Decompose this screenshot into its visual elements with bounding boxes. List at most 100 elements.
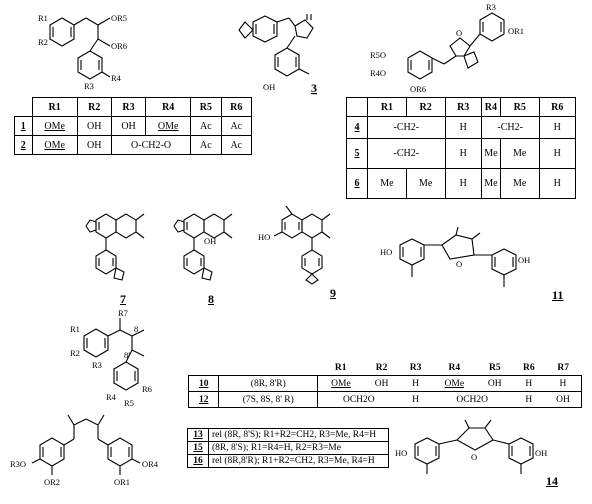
t2-id: 6 [345, 168, 369, 199]
label-or6: OR6 [111, 41, 127, 51]
t2-id: 4 [345, 116, 369, 139]
structure-14: HO OH O [395, 419, 547, 474]
t3-id: 10 [187, 375, 220, 392]
t3-h5: R5 [488, 362, 501, 373]
label-r1: R1 [38, 13, 48, 23]
t3-h1: R1 [334, 362, 347, 373]
t3-cell: H [399, 391, 432, 408]
t3-cell: OH [363, 375, 400, 392]
t2-cell: -CH2- [367, 138, 446, 169]
label-oh: OH [535, 448, 547, 458]
t2-cell: Me [405, 168, 446, 199]
t4-id: 16 [187, 454, 209, 468]
table-2: R1 R2 R3 R4 R5 R6 4 -CH2- H -CH2- H 5 -C… [345, 97, 577, 199]
t2-cell: Me [480, 168, 501, 199]
t4-text: (8R, 8'S); R1=R4=H, R2=R3=Me [208, 441, 389, 455]
t3-config: (8R, 8'R) [218, 375, 319, 392]
t1-cell: OMe [31, 116, 78, 136]
t1-cell: Ac [190, 116, 222, 136]
label-r3: R3 [84, 81, 94, 91]
t2-cell: Me [480, 138, 501, 169]
compound-number-14: 14 [546, 474, 558, 488]
t3-config: (7S, 8S, 8' R) [218, 391, 319, 408]
t3-cell: OMe [431, 375, 477, 392]
label-r2: R2 [38, 37, 48, 47]
label-oh: OH [263, 82, 275, 92]
label-or5: OR5 [111, 13, 127, 23]
t3-cell: OCH2O [431, 391, 513, 408]
label-ho: HO [380, 247, 392, 257]
t2-h4: R4 [480, 97, 501, 117]
table-row: 16 rel (8R,8'R); R1+R2=CH2, R3=Me, R4=H [187, 454, 389, 468]
t4-text: rel (8R, 8'S); R1+R2=CH2, R3=Me, R4=H [208, 428, 389, 442]
table-row: 1 OMe OH OH OMe Ac Ac [14, 116, 253, 136]
label-or4: OR4 [142, 459, 159, 469]
t4-text: rel (8R,8'R); R1+R2=CH2, R3=Me, R4=H [208, 454, 389, 468]
label-o: O [471, 452, 477, 462]
t3-h7: R7 [557, 362, 570, 373]
t3-cell: H [544, 375, 582, 392]
label-c8: 8 [134, 324, 138, 334]
label-or6: OR6 [410, 84, 426, 94]
t1-cell: Ac [220, 135, 253, 155]
t1-cell: OMe [145, 116, 192, 136]
t4-id: 15 [187, 441, 209, 455]
t1-cell: OH [76, 135, 112, 155]
t1-cell: Ac [220, 116, 253, 136]
t2-cell: H [444, 138, 482, 169]
label-oh: OH [518, 255, 530, 265]
label-or1: OR1 [114, 477, 130, 487]
t1-h1: R1 [31, 97, 78, 117]
t2-cell: -CH2- [367, 116, 446, 139]
t1-h5: R5 [190, 97, 222, 117]
table-row: 5 -CH2- H Me Me H [345, 138, 577, 169]
label-oh: OH [204, 236, 216, 246]
table-4: 13 rel (8R, 8'S); R1+R2=CH2, R3=Me, R4=H… [187, 428, 389, 468]
t2-cell: Me [499, 138, 540, 169]
t1-cell: OMe [31, 135, 78, 155]
label-c8p: 8' [124, 350, 130, 360]
compound-number-3: 3 [311, 81, 317, 95]
table-row: 4 -CH2- H -CH2- H [345, 116, 577, 139]
t3-h3: R3 [409, 362, 422, 373]
t3-cell: OH [476, 375, 513, 392]
label-r6: R6 [142, 384, 152, 394]
structure-13-15-16: R3O OR2 OR4 OR1 [10, 414, 159, 487]
t2-h6: R6 [538, 97, 577, 117]
t1-h6: R6 [220, 97, 253, 117]
t2-h5: R5 [499, 97, 540, 117]
t2-cell: Me [499, 168, 540, 199]
table-row: 2 OMe OH O-CH2-O Ac Ac [14, 135, 253, 155]
t1-cell: OH [110, 116, 147, 136]
label-r3: R3 [486, 2, 496, 12]
t2-cell: H [538, 138, 577, 169]
t3-cell: H [512, 391, 545, 408]
t1-cell: O-CH2-O [110, 135, 192, 155]
t3-h-empty [189, 360, 219, 376]
t1-id: 1 [14, 116, 33, 136]
t2-cell: H [538, 168, 577, 199]
t3-h6: R6 [522, 362, 535, 373]
t2-h0 [345, 97, 369, 117]
table-row: 13 rel (8R, 8'S); R1+R2=CH2, R3=Me, R4=H [187, 428, 389, 442]
structure-10-12: R1 R2 R3 R7 8 8' R4 R5 R6 [70, 308, 152, 408]
t3-h2: R2 [375, 362, 388, 373]
label-r4: R4 [111, 73, 122, 83]
t2-cell: Me [367, 168, 407, 199]
t2-id: 5 [345, 138, 369, 169]
t3-cell: OMe [317, 375, 364, 392]
t3-cell: OH [544, 391, 582, 408]
table-3: R1 R2 R3 R4 R5 R6 R7 10 (8R, 8'R) OMe OH… [187, 360, 582, 408]
t2-cell: H [444, 116, 482, 139]
t1-h3: R3 [110, 97, 147, 117]
label-or1: OR1 [508, 26, 524, 36]
t3-cell: H [512, 375, 545, 392]
structure-11: HO OH O [380, 226, 530, 287]
label-ho: HO [395, 448, 407, 458]
t2-h3: R3 [444, 97, 482, 117]
t2-h1: R1 [367, 97, 407, 117]
label-r4o: R4O [370, 68, 386, 78]
t2-cell: H [538, 116, 577, 139]
table-row: 10 (8R, 8'R) OMe OH H OMe OH H H [187, 375, 582, 392]
t3-cell: H [399, 375, 432, 392]
